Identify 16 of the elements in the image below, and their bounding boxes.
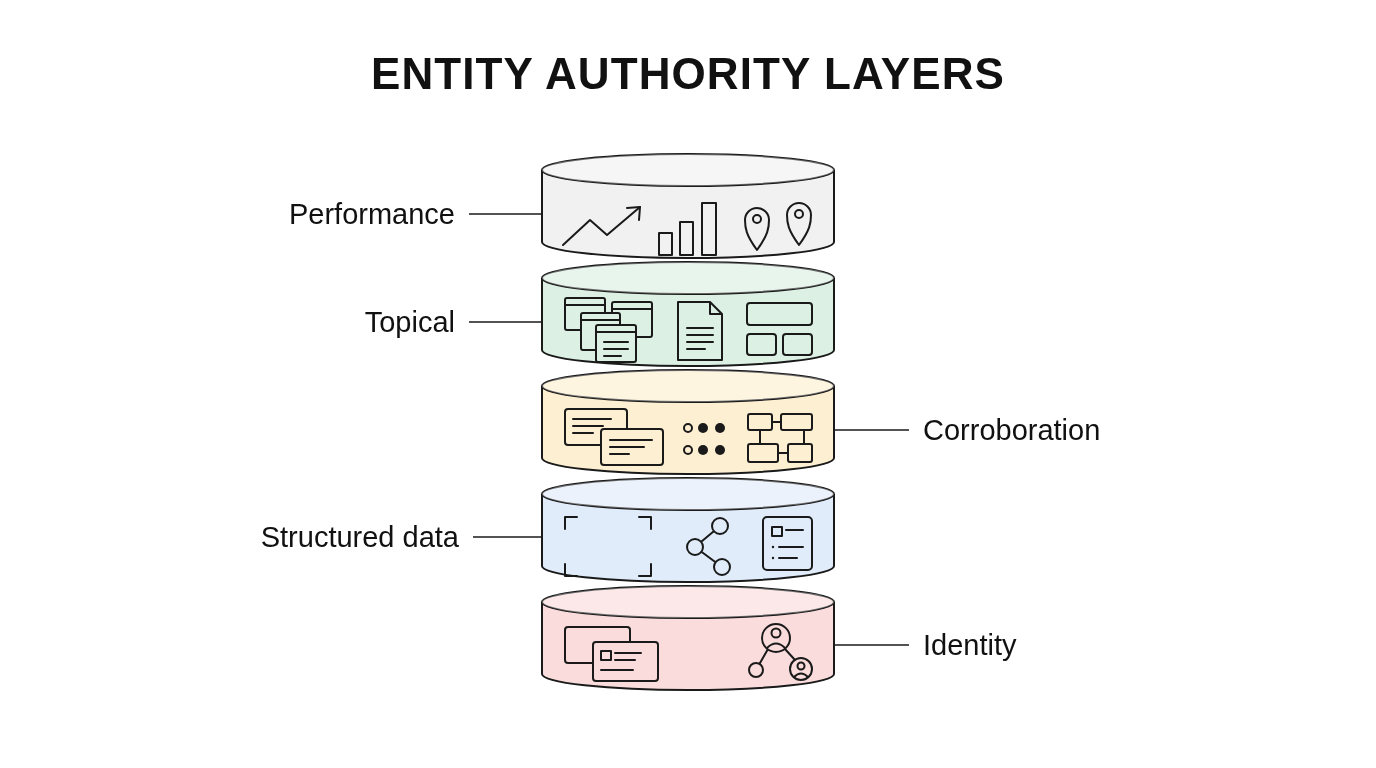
layer-label: Performance	[289, 199, 455, 229]
cylinder-layer	[541, 369, 835, 475]
leader-line	[834, 429, 910, 431]
layer-label: Topical	[364, 307, 455, 337]
layer-label: Identity	[923, 630, 1017, 660]
layer-label: Structured data	[260, 522, 459, 552]
leader-line	[834, 644, 910, 646]
cylinder-layer	[541, 477, 835, 583]
layer-label: Corroboration	[923, 415, 1101, 445]
leader-line	[468, 321, 542, 323]
title: ENTITY AUTHORITY LAYERS	[369, 52, 1007, 96]
leader-line	[472, 536, 542, 538]
cylinder-layer	[541, 153, 835, 259]
cylinder-layer	[541, 585, 835, 691]
cylinder-layer	[541, 261, 835, 367]
leader-line	[468, 213, 542, 215]
